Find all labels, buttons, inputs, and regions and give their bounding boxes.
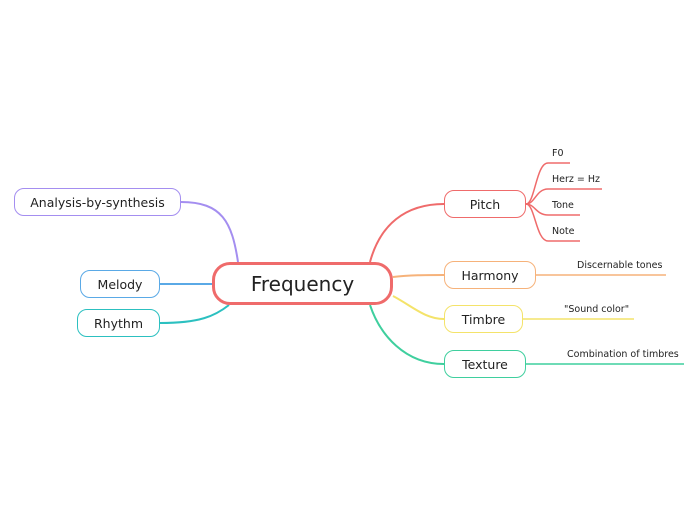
connector-pitch-f0 — [525, 162, 570, 205]
leaf-sound-color[interactable]: "Sound color" — [564, 304, 630, 315]
connector-texture — [369, 304, 445, 365]
connector-rhythm — [159, 304, 230, 324]
node-pitch[interactable]: Pitch — [444, 190, 526, 218]
connector-harmony — [392, 274, 445, 278]
node-texture[interactable]: Texture — [444, 350, 526, 378]
node-analysis-by-synthesis[interactable]: Analysis-by-synthesis — [14, 188, 181, 216]
connector-pitch-note — [525, 203, 580, 242]
leaf-herz[interactable]: Herz = Hz — [552, 174, 601, 185]
leaf-f0[interactable]: F0 — [552, 148, 564, 159]
leaf-discernable-tones[interactable]: Discernable tones — [577, 260, 663, 271]
connector-pitch — [369, 203, 445, 263]
node-harmony[interactable]: Harmony — [444, 261, 536, 289]
connector-pitch-herz — [525, 188, 602, 205]
connector-timbre — [392, 295, 445, 320]
leaf-note[interactable]: Note — [552, 226, 575, 237]
central-topic[interactable]: Frequency — [212, 262, 393, 305]
node-timbre[interactable]: Timbre — [444, 305, 523, 333]
node-rhythm[interactable]: Rhythm — [77, 309, 160, 337]
node-melody[interactable]: Melody — [80, 270, 160, 298]
connector-analysis — [180, 201, 239, 263]
leaf-combination-of-timbres[interactable]: Combination of timbres — [567, 349, 679, 360]
leaf-tone[interactable]: Tone — [552, 200, 574, 211]
